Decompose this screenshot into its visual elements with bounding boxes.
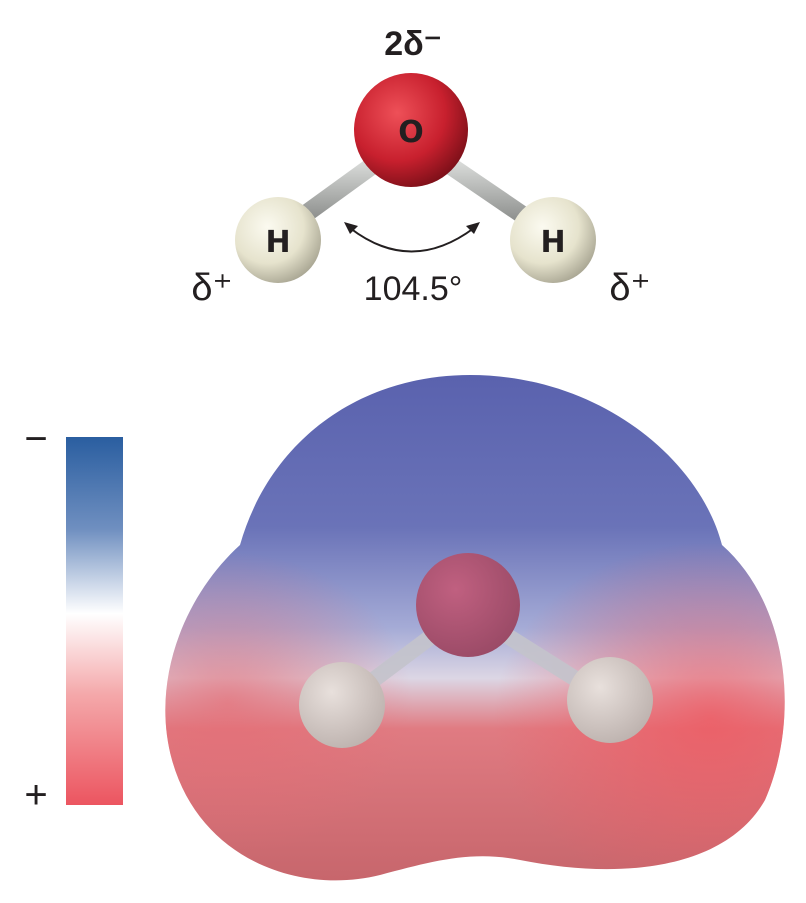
hydrogen-left-charge: δ⁺ [191, 267, 232, 309]
bond-right [436, 152, 536, 228]
oxygen-label: O [398, 115, 424, 150]
ball-and-stick-model: O H H 2δ⁻ 104.5° δ⁺ δ⁺ [191, 25, 650, 309]
arrowhead-right [466, 222, 480, 234]
charge-color-scale: − + [24, 417, 123, 817]
inner-hydrogen-left [299, 662, 385, 748]
arrowhead-left [344, 222, 358, 234]
hydrogen-right-charge: δ⁺ [609, 267, 650, 309]
bond-angle-label: 104.5° [364, 270, 463, 308]
inner-oxygen-atom [416, 553, 520, 657]
bond-left [294, 152, 386, 226]
color-scale-bar [66, 437, 123, 805]
negative-label: − [24, 417, 47, 461]
inner-hydrogen-right [567, 657, 653, 743]
oxygen-charge: 2δ⁻ [384, 25, 441, 63]
bond-angle-arrow [349, 227, 475, 253]
hydrogen-atom-left [235, 197, 321, 283]
hydrogen-left-label: H [265, 225, 290, 260]
electrostatic-potential-map [165, 375, 785, 881]
hydrogen-atom-right [510, 197, 596, 283]
hydrogen-right-label: H [540, 225, 565, 260]
oxygen-atom [354, 73, 468, 187]
positive-label: + [24, 773, 47, 817]
